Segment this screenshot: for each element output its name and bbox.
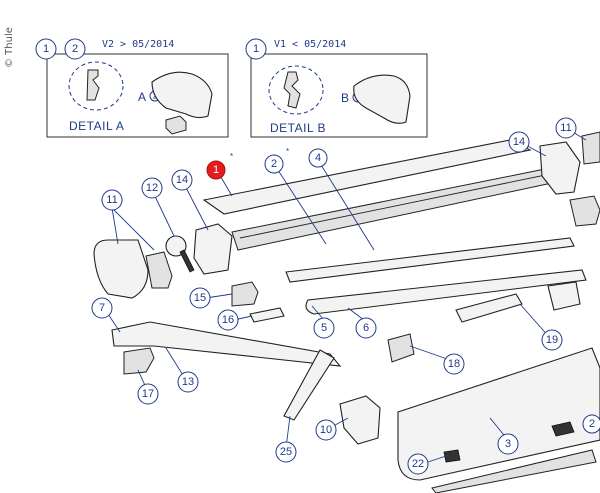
callout-5	[313, 317, 335, 339]
top-front-profile	[202, 139, 532, 215]
callout-14-left-text: 14	[176, 174, 188, 186]
callout-10	[315, 419, 337, 441]
callout-7-text: 7	[99, 302, 105, 314]
end-cap-inner	[145, 251, 173, 289]
callout-2-text: 2	[271, 158, 277, 170]
callout-14-left	[171, 169, 193, 191]
callout-17	[137, 383, 159, 405]
callout-2-right	[582, 414, 600, 434]
detail-a-badge-2-text: 2	[72, 43, 78, 55]
callout-15-text: 15	[194, 292, 206, 304]
callout-2	[264, 154, 284, 174]
callout-3	[497, 433, 519, 455]
bracket-18	[387, 333, 415, 363]
callout-25	[275, 441, 297, 463]
front-bar	[397, 347, 600, 481]
callout-2-star: *	[286, 147, 289, 156]
detail-b-profile	[283, 71, 301, 109]
clip-15	[231, 281, 259, 307]
detail-a-end-cap	[151, 71, 213, 119]
detail-b-panel: 1 V1 < 05/2014 DETAIL B B 2	[245, 38, 428, 138]
callout-13-text: 13	[182, 376, 194, 388]
callout-12-text: 12	[146, 182, 158, 194]
callout-16-text: 16	[222, 314, 234, 326]
rail-19	[455, 293, 523, 323]
spring-shaft	[179, 249, 195, 273]
callout-10-text: 10	[320, 424, 332, 436]
detail-b-caption: DETAIL B	[270, 121, 326, 135]
callout-1-star: *	[230, 152, 233, 161]
detail-a-badge-1	[35, 38, 57, 60]
detail-a-badge-2	[64, 38, 86, 60]
detail-a-small-block	[165, 115, 187, 135]
detail-a-badge-1-text: 1	[43, 43, 49, 55]
detail-b-version: V1 < 05/2014	[274, 39, 346, 50]
detail-b-letter: B	[341, 91, 350, 105]
callout-13	[177, 371, 199, 393]
bottom-bar	[431, 449, 597, 493]
rail-profiles	[202, 139, 600, 493]
callout-11-top-text: 11	[560, 122, 571, 134]
callout-4-text: 4	[315, 152, 321, 164]
end-cap-10	[339, 395, 381, 445]
callout-25-text: 25	[280, 446, 292, 458]
callout-14-top	[508, 131, 530, 153]
arm-lower	[283, 349, 335, 421]
roller-tube	[305, 269, 587, 315]
callout-11-left-text: 11	[106, 194, 117, 206]
callout-22	[407, 453, 429, 475]
callout-17-text: 17	[142, 388, 154, 400]
callouts: 1 * 2 * 4 14 11 11 12 14 15 7 16 5	[91, 117, 600, 475]
callout-18	[443, 353, 465, 375]
callout-1-text: 1	[213, 164, 219, 176]
detail-a-panel: 1 2 V2 > 05/2014 DETAIL A A 2	[35, 38, 229, 138]
bracket-14-top	[539, 141, 581, 195]
callout-19-text: 19	[546, 334, 558, 346]
pin-16	[249, 307, 285, 323]
callout-6	[355, 317, 377, 339]
detail-a-profile	[86, 69, 100, 101]
callout-6-text: 6	[363, 322, 369, 334]
clip-right	[547, 281, 581, 311]
lower-bar	[285, 237, 575, 283]
callout-22-text: 22	[412, 458, 424, 470]
callout-2-right-text: 2	[589, 418, 595, 430]
bracket-right-mid	[569, 195, 600, 227]
detail-a-caption: DETAIL A	[69, 119, 124, 133]
callout-3-text: 3	[505, 438, 511, 450]
callout-1-highlighted	[206, 160, 226, 180]
detail-a-letter: A	[138, 90, 147, 104]
callout-14-top-text: 14	[513, 136, 525, 148]
callout-15	[189, 287, 211, 309]
callout-12	[141, 177, 163, 199]
callout-5-text: 5	[321, 322, 327, 334]
detail-a-version: V2 > 05/2014	[102, 39, 174, 50]
arm-upper	[111, 321, 342, 367]
detail-b-zoom-circle	[268, 65, 324, 115]
callout-18-text: 18	[448, 358, 460, 370]
cap-11-top	[581, 131, 600, 165]
end-cap-left	[93, 239, 149, 299]
clip-22	[443, 449, 461, 463]
detail-b-end-cap	[353, 74, 411, 124]
bracket-17	[123, 347, 155, 375]
fabric-line	[239, 171, 561, 239]
right-assembly	[539, 131, 600, 437]
fabric-roll-tube	[231, 165, 567, 251]
callout-7	[91, 297, 113, 319]
callout-19	[541, 329, 563, 351]
callout-16	[217, 309, 239, 331]
callout-4	[308, 148, 328, 168]
detail-a-zoom-circle	[68, 61, 124, 111]
bracket-left	[193, 223, 233, 275]
spring-disc	[165, 235, 187, 257]
callout-11-left	[101, 189, 123, 211]
callout-11-top	[555, 117, 577, 139]
left-assembly	[93, 223, 523, 463]
detail-b-badge-1	[245, 38, 267, 60]
detail-b-badge-1-text: 1	[253, 43, 259, 55]
clip-right-low	[551, 421, 575, 437]
